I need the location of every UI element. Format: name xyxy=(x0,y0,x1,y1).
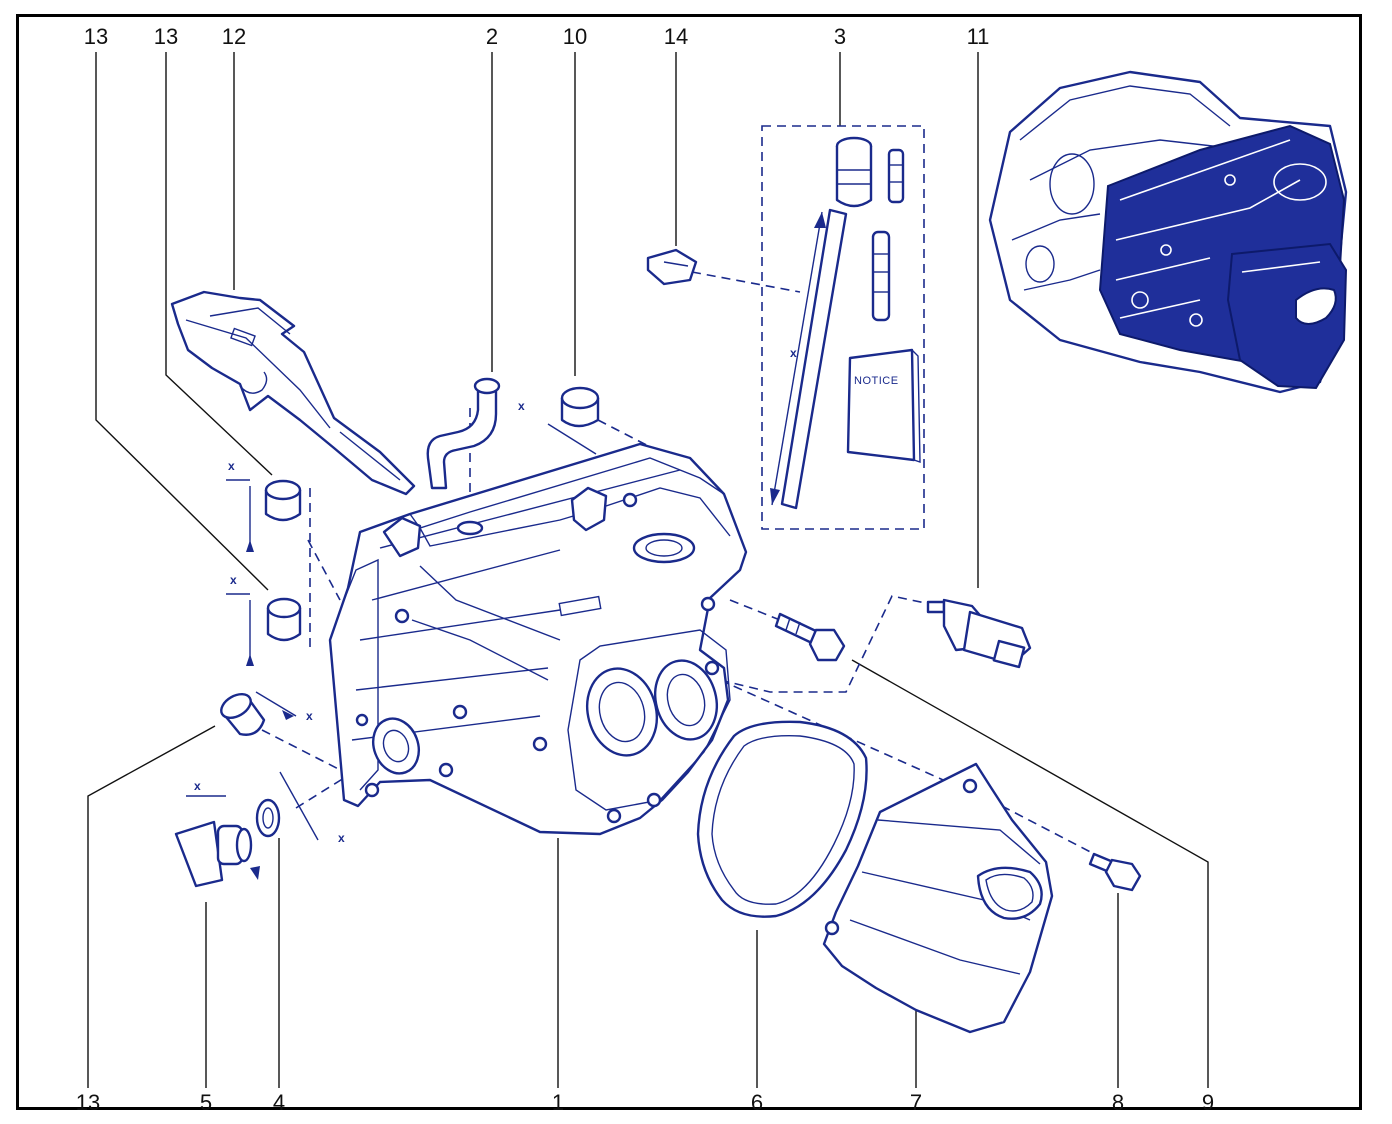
dimension-x-13b: x xyxy=(230,573,237,587)
callout-bottom-13: 13 xyxy=(76,1090,100,1115)
dimension-x-13a: x xyxy=(228,459,235,473)
bolt-8 xyxy=(1088,852,1142,892)
leader-9 xyxy=(851,659,1209,1088)
callout-bottom-1: 1 xyxy=(552,1090,564,1115)
end-cover-7 xyxy=(822,762,1054,1034)
callout-top-10: 10 xyxy=(563,24,587,49)
callout-bottom-9: 9 xyxy=(1202,1090,1214,1115)
callout-top-14: 14 xyxy=(664,24,688,49)
bolt-9 xyxy=(774,612,846,662)
leader-lines xyxy=(87,52,1209,1088)
reverse-switch-11 xyxy=(926,598,1032,669)
washer-4: x xyxy=(255,771,345,845)
bushing-13-upper: x xyxy=(226,459,302,552)
bushing-13-middle: x xyxy=(226,573,302,666)
dimension-x-10: x xyxy=(518,399,525,413)
leader-13b xyxy=(165,52,273,476)
clip-14 xyxy=(646,248,698,286)
callout-bottom-8: 8 xyxy=(1112,1090,1124,1115)
callout-top-12: 12 xyxy=(222,24,246,49)
dimension-x-5: x xyxy=(194,779,201,793)
callout-top-2: 2 xyxy=(486,24,498,49)
callout-bottom-4: 4 xyxy=(273,1090,285,1115)
dipstick-kit-3: x NOTICE xyxy=(761,125,925,530)
bushing-13-lower: x xyxy=(220,691,313,736)
bushing-10: x xyxy=(518,386,600,455)
drain-plug-5: x xyxy=(174,779,260,888)
diagram-frame xyxy=(16,14,1362,1110)
gearbox-housing-1 xyxy=(328,442,748,836)
callout-top-13b: 13 xyxy=(154,24,178,49)
notice-booklet-text: NOTICE xyxy=(854,375,899,387)
callout-bottom-5: 5 xyxy=(200,1090,212,1115)
callout-bottom-7: 7 xyxy=(910,1090,922,1115)
dimension-x-4: x xyxy=(338,831,345,845)
breather-pipe-2 xyxy=(426,377,501,490)
gasket-seal-6 xyxy=(696,720,868,918)
dimension-x-dipstick: x xyxy=(790,346,797,360)
callout-top-3: 3 xyxy=(834,24,846,49)
leader-13a xyxy=(95,52,269,591)
assembled-gearbox-inset xyxy=(988,70,1348,394)
dimension-x-13c: x xyxy=(306,709,313,723)
callout-top-11: 11 xyxy=(967,24,990,49)
leader-13c xyxy=(87,725,216,1088)
callout-bottom-6: 6 xyxy=(751,1090,763,1115)
callout-top-13a: 13 xyxy=(84,24,108,49)
shield-plate-12 xyxy=(170,290,416,496)
